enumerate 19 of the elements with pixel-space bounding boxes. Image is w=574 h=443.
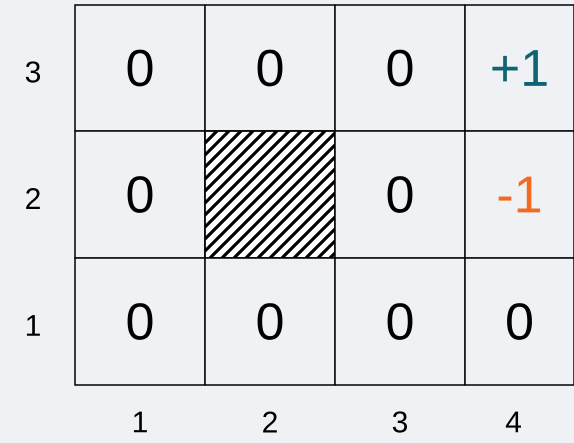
- column-number: 4: [506, 412, 521, 432]
- column-number: 3: [392, 411, 408, 433]
- row-number: 3: [26, 61, 40, 83]
- grid-cell: 0: [204, 257, 336, 386]
- column-number: 2: [263, 412, 277, 432]
- grid-cell: 0: [204, 4, 336, 132]
- grid-cell: 0: [74, 257, 206, 386]
- grid-cell: 0: [334, 257, 466, 386]
- grid-cell: 0: [334, 130, 466, 259]
- row-number: 2: [26, 188, 40, 209]
- grid-cell: 0: [464, 257, 574, 386]
- grid-cell: +1: [464, 4, 574, 132]
- grid-cell: -1: [464, 130, 574, 259]
- hatched-cell: [204, 130, 336, 259]
- grid-cell: 0: [74, 130, 206, 259]
- column-number: 1: [134, 412, 147, 432]
- row-number: 1: [26, 315, 40, 336]
- grid-cell: 0: [334, 4, 466, 132]
- grid-cell: 0: [74, 4, 206, 132]
